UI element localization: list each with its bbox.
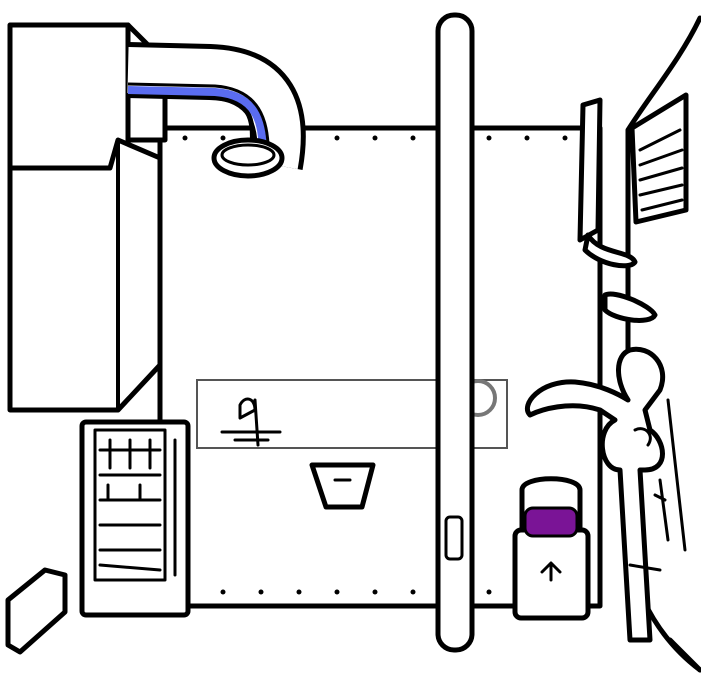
character-body[interactable] <box>524 346 666 643</box>
rivet <box>182 135 188 141</box>
rivet <box>524 135 530 141</box>
wall-basket[interactable] <box>309 462 376 510</box>
ceiling-pipe <box>127 42 306 179</box>
right-wall-edge <box>625 15 701 673</box>
rivet <box>372 135 378 141</box>
character-arm <box>653 478 670 542</box>
rivet <box>486 135 492 141</box>
fridge-shelves-area <box>93 428 167 582</box>
rivet <box>410 589 416 595</box>
rivet <box>258 589 264 595</box>
rivet <box>410 135 416 141</box>
rivet <box>220 589 226 595</box>
door-edge <box>666 398 687 552</box>
trash-bin[interactable] <box>512 476 591 621</box>
vertical-pole <box>435 12 475 653</box>
character[interactable] <box>524 346 687 643</box>
rivet <box>220 135 226 141</box>
shelf-small-object[interactable] <box>220 397 282 447</box>
wall-pipe-fixture[interactable] <box>577 97 658 323</box>
window[interactable] <box>629 92 689 225</box>
rivet <box>486 589 492 595</box>
rivet <box>296 589 302 595</box>
rivet <box>562 135 568 141</box>
fridge[interactable] <box>79 419 191 618</box>
rivet <box>334 135 340 141</box>
light-switch[interactable] <box>444 515 464 561</box>
rivet <box>372 589 378 595</box>
floor-box[interactable] <box>5 567 68 655</box>
cabinet-upper[interactable] <box>7 22 131 171</box>
bin-content <box>523 506 579 538</box>
rivet <box>334 589 340 595</box>
left-cabinet[interactable] <box>7 22 168 413</box>
cabinet-lower[interactable] <box>7 137 163 413</box>
recycle-icon <box>540 561 562 582</box>
window-blinds <box>638 128 684 212</box>
